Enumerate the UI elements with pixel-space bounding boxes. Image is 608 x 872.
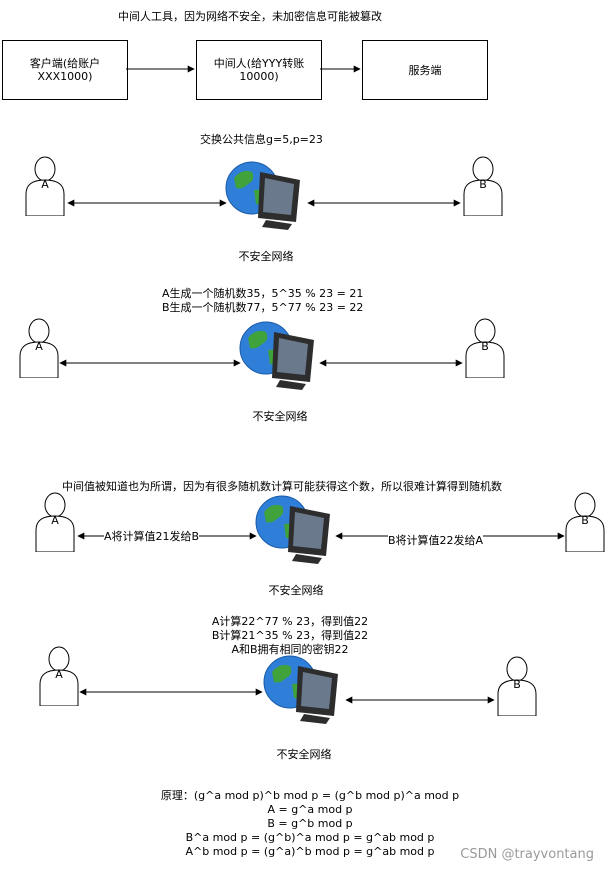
step2-line2: B生成一个随机数77，5^77 % 23 = 22 bbox=[162, 301, 364, 314]
person-label: A bbox=[35, 340, 43, 353]
step3-left-arrow-label: A将计算值21发给B bbox=[104, 530, 200, 543]
person-b-step3: B bbox=[562, 490, 608, 553]
person-a-step1: A bbox=[22, 154, 68, 217]
person-label: A bbox=[55, 668, 63, 681]
server-box-label: 服务端 bbox=[408, 63, 442, 77]
person-b-step2: B bbox=[462, 316, 508, 379]
server-box: 服务端 bbox=[362, 40, 488, 100]
globe-computer-icon bbox=[255, 495, 330, 564]
principle-line5: A^b mod p = (g^a)^b mod p = g^ab mod p bbox=[185, 845, 435, 858]
person-icon bbox=[565, 492, 605, 553]
network-step3 bbox=[252, 494, 342, 564]
client-box: 客户端(给账户 XXX1000) bbox=[2, 40, 128, 100]
person-b-step4: B bbox=[494, 654, 540, 717]
person-a-step4: A bbox=[36, 644, 82, 707]
diagram-title: 中间人工具，因为网络不安全，未加密信息可能被篡改 bbox=[118, 10, 382, 23]
mitm-box-label: 中间人(给YYY转账 10000) bbox=[213, 57, 305, 83]
person-b-step1: B bbox=[460, 154, 506, 217]
network-step1 bbox=[222, 160, 312, 230]
step3-caption: 中间值被知道也为所谓，因为有很多随机数计算可能获得这个数，所以很难计算得到随机数 bbox=[62, 480, 502, 493]
principle-line2: A = g^a mod p bbox=[267, 803, 353, 816]
person-icon bbox=[463, 156, 503, 217]
person-icon bbox=[19, 318, 59, 379]
person-a-step2: A bbox=[16, 316, 62, 379]
person-icon bbox=[25, 156, 65, 217]
network-label: 不安全网络 bbox=[238, 250, 294, 263]
principle-line4: B^a mod p = (g^b)^a mod p = g^ab mod p bbox=[185, 831, 435, 844]
person-label: B bbox=[479, 178, 487, 191]
network-step4 bbox=[260, 654, 350, 724]
network-step2 bbox=[236, 320, 326, 390]
person-a-step3: A bbox=[32, 490, 78, 553]
step1-caption: 交换公共信息g=5,p=23 bbox=[200, 133, 323, 146]
watermark: CSDN @trayvontang bbox=[460, 847, 594, 862]
person-icon bbox=[39, 646, 79, 707]
person-icon bbox=[465, 318, 505, 379]
mitm-box: 中间人(给YYY转账 10000) bbox=[196, 40, 322, 100]
principle-line3: B = g^b mod p bbox=[267, 817, 353, 830]
person-label: A bbox=[51, 514, 59, 527]
principle-line1: 原理：(g^a mod p)^b mod p = (g^b mod p)^a m… bbox=[160, 789, 460, 802]
person-label: B bbox=[581, 514, 589, 527]
network-label: 不安全网络 bbox=[268, 584, 324, 597]
globe-computer-icon bbox=[225, 161, 300, 230]
network-label: 不安全网络 bbox=[252, 410, 308, 423]
person-label: B bbox=[481, 340, 489, 353]
step4-line1: A计算22^77 % 23，得到值22 bbox=[211, 615, 369, 628]
person-icon bbox=[35, 492, 75, 553]
person-label: A bbox=[41, 178, 49, 191]
step3-right-arrow-label: B将计算值22发给A bbox=[388, 534, 484, 547]
step2-line1: A生成一个随机数35，5^35 % 23 = 21 bbox=[162, 287, 364, 300]
network-label: 不安全网络 bbox=[276, 748, 332, 761]
person-label: B bbox=[513, 678, 521, 691]
step4-line2: B计算21^35 % 23，得到值22 bbox=[211, 629, 369, 642]
person-icon bbox=[497, 656, 537, 717]
globe-computer-icon bbox=[263, 655, 338, 724]
globe-computer-icon bbox=[239, 321, 314, 390]
client-box-label: 客户端(给账户 XXX1000) bbox=[29, 57, 101, 83]
step4-line3: A和B拥有相同的密钥22 bbox=[231, 643, 349, 656]
